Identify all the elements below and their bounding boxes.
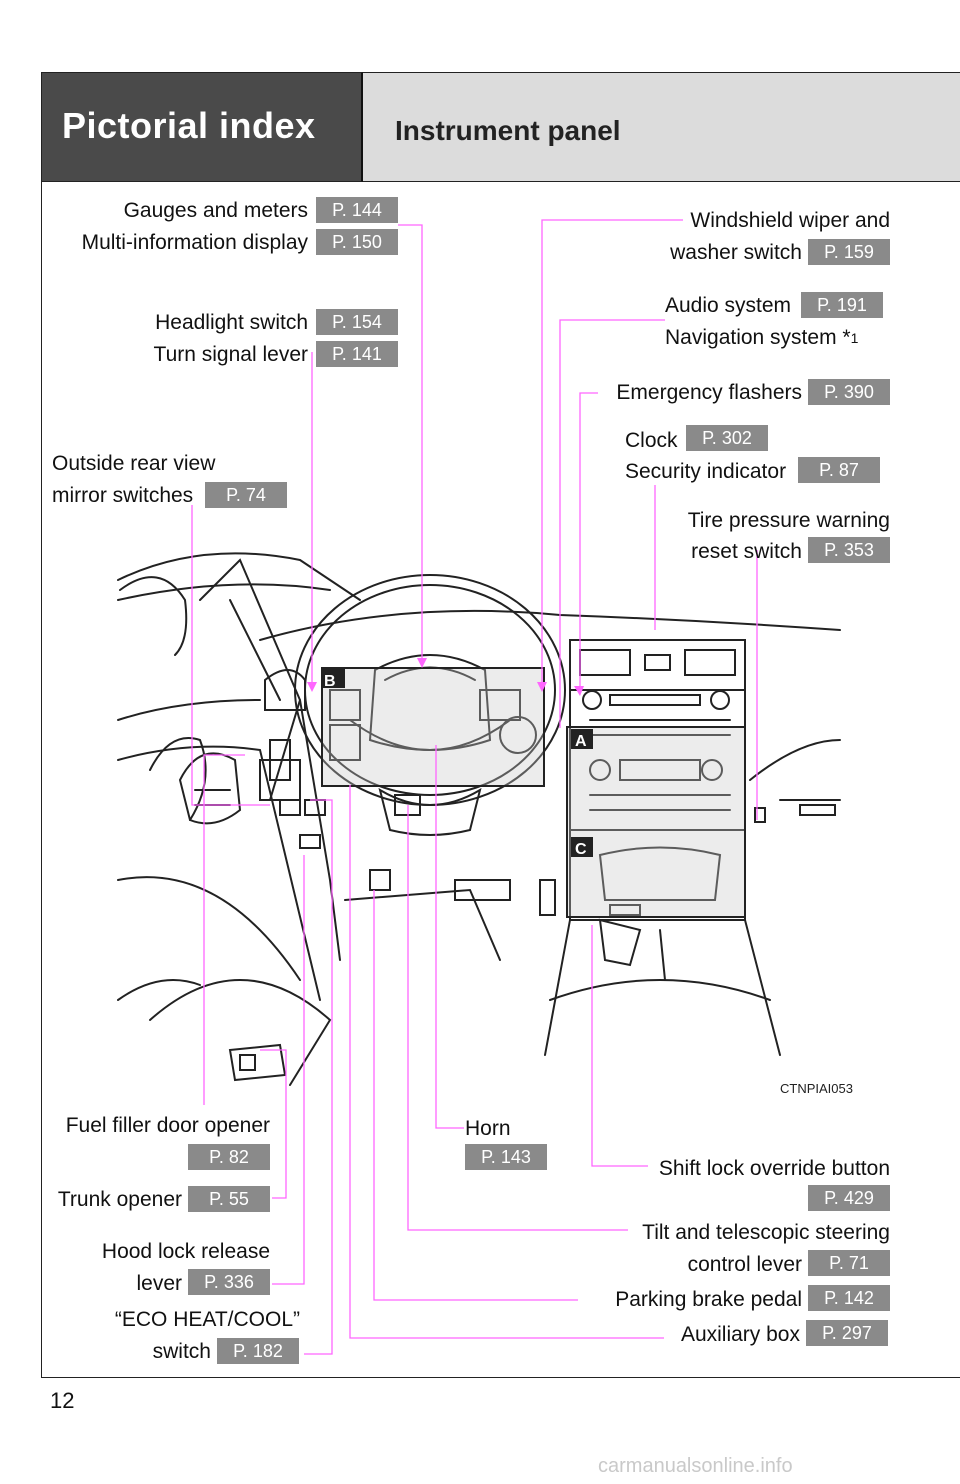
page-ref-parking-brake[interactable]: P. 142 — [808, 1285, 890, 1311]
page-ref-horn[interactable]: P. 143 — [465, 1144, 547, 1170]
label-tire-1: Tire pressure warning — [687, 509, 890, 532]
page-ref-fuel-door[interactable]: P. 82 — [188, 1144, 270, 1170]
watermark: carmanualsonline.info — [598, 1455, 793, 1477]
label-headlight: Headlight switch — [155, 311, 308, 334]
page-ref-wiper[interactable]: P. 159 — [808, 239, 890, 265]
marker-b: B — [324, 673, 336, 690]
page-ref-tire[interactable]: P. 353 — [808, 537, 890, 563]
section-title: Pictorial index — [62, 105, 316, 146]
label-tire-2: reset switch — [691, 540, 802, 563]
page-ref-multi-info[interactable]: P. 150 — [316, 229, 398, 255]
label-parking-brake: Parking brake pedal — [615, 1288, 802, 1311]
label-shift-lock: Shift lock override button — [658, 1157, 890, 1180]
page-ref-shift-lock[interactable]: P. 429 — [808, 1185, 890, 1211]
page-ref-trunk[interactable]: P. 55 — [188, 1186, 270, 1212]
navigation-footnote: 1 — [850, 330, 859, 346]
page-ref-security[interactable]: P. 87 — [798, 457, 880, 483]
navigation-text: Navigation system — [665, 326, 837, 349]
page-ref-outside-mirror[interactable]: P. 74 — [205, 482, 287, 508]
page-ref-gauges[interactable]: P. 144 — [316, 197, 398, 223]
label-multi-info: Multi-information display — [81, 231, 308, 254]
page-ref-eco[interactable]: P. 182 — [217, 1338, 299, 1364]
label-audio: Audio system — [665, 294, 792, 317]
label-gauges: Gauges and meters — [123, 199, 308, 222]
navigation-asterisk: * — [842, 326, 851, 349]
page-ref-hood[interactable]: P. 336 — [188, 1269, 270, 1295]
label-fuel-door: Fuel filler door opener — [65, 1114, 270, 1137]
page-title: Instrument panel — [395, 115, 621, 146]
label-clock: Clock — [625, 429, 678, 452]
page-ref-headlight[interactable]: P. 154 — [316, 309, 398, 335]
label-hood-2: lever — [136, 1272, 182, 1295]
page-ref-clock[interactable]: P. 302 — [686, 425, 768, 451]
label-tilt-1: Tilt and telescopic steering — [642, 1221, 890, 1244]
label-tilt-2: control lever — [687, 1253, 802, 1276]
page-header: Instrument panel — [363, 72, 960, 182]
label-flashers: Emergency flashers — [616, 381, 802, 404]
page-ref-turn-signal[interactable]: P. 141 — [316, 341, 398, 367]
marker-c: C — [575, 841, 587, 858]
label-security: Security indicator — [625, 460, 787, 483]
page-ref-aux-box[interactable]: P. 297 — [806, 1320, 888, 1346]
label-trunk: Trunk opener — [57, 1188, 182, 1211]
page-ref-flashers[interactable]: P. 390 — [808, 379, 890, 405]
label-outside-mirror-1: Outside rear view — [52, 452, 216, 475]
page-ref-audio[interactable]: P. 191 — [801, 292, 883, 318]
label-navigation: Navigation system *1 — [665, 326, 858, 350]
label-turn-signal: Turn signal lever — [153, 343, 308, 366]
label-hood-1: Hood lock release — [101, 1240, 270, 1263]
section-tab: Pictorial index — [41, 72, 363, 182]
label-horn: Horn — [465, 1117, 511, 1140]
label-outside-mirror-2: mirror switches — [52, 484, 194, 507]
label-eco-1: “ECO HEAT/COOL” — [114, 1308, 300, 1331]
label-wiper-1: Windshield wiper and — [690, 209, 890, 232]
image-code: CTNPIAI053 — [780, 1081, 853, 1096]
page-ref-tilt[interactable]: P. 71 — [808, 1250, 890, 1276]
label-wiper-2: washer switch — [670, 241, 802, 264]
marker-a: A — [575, 733, 587, 750]
label-eco-2: switch — [152, 1340, 211, 1363]
label-aux-box: Auxiliary box — [680, 1323, 800, 1346]
page-number: 12 — [50, 1388, 75, 1413]
